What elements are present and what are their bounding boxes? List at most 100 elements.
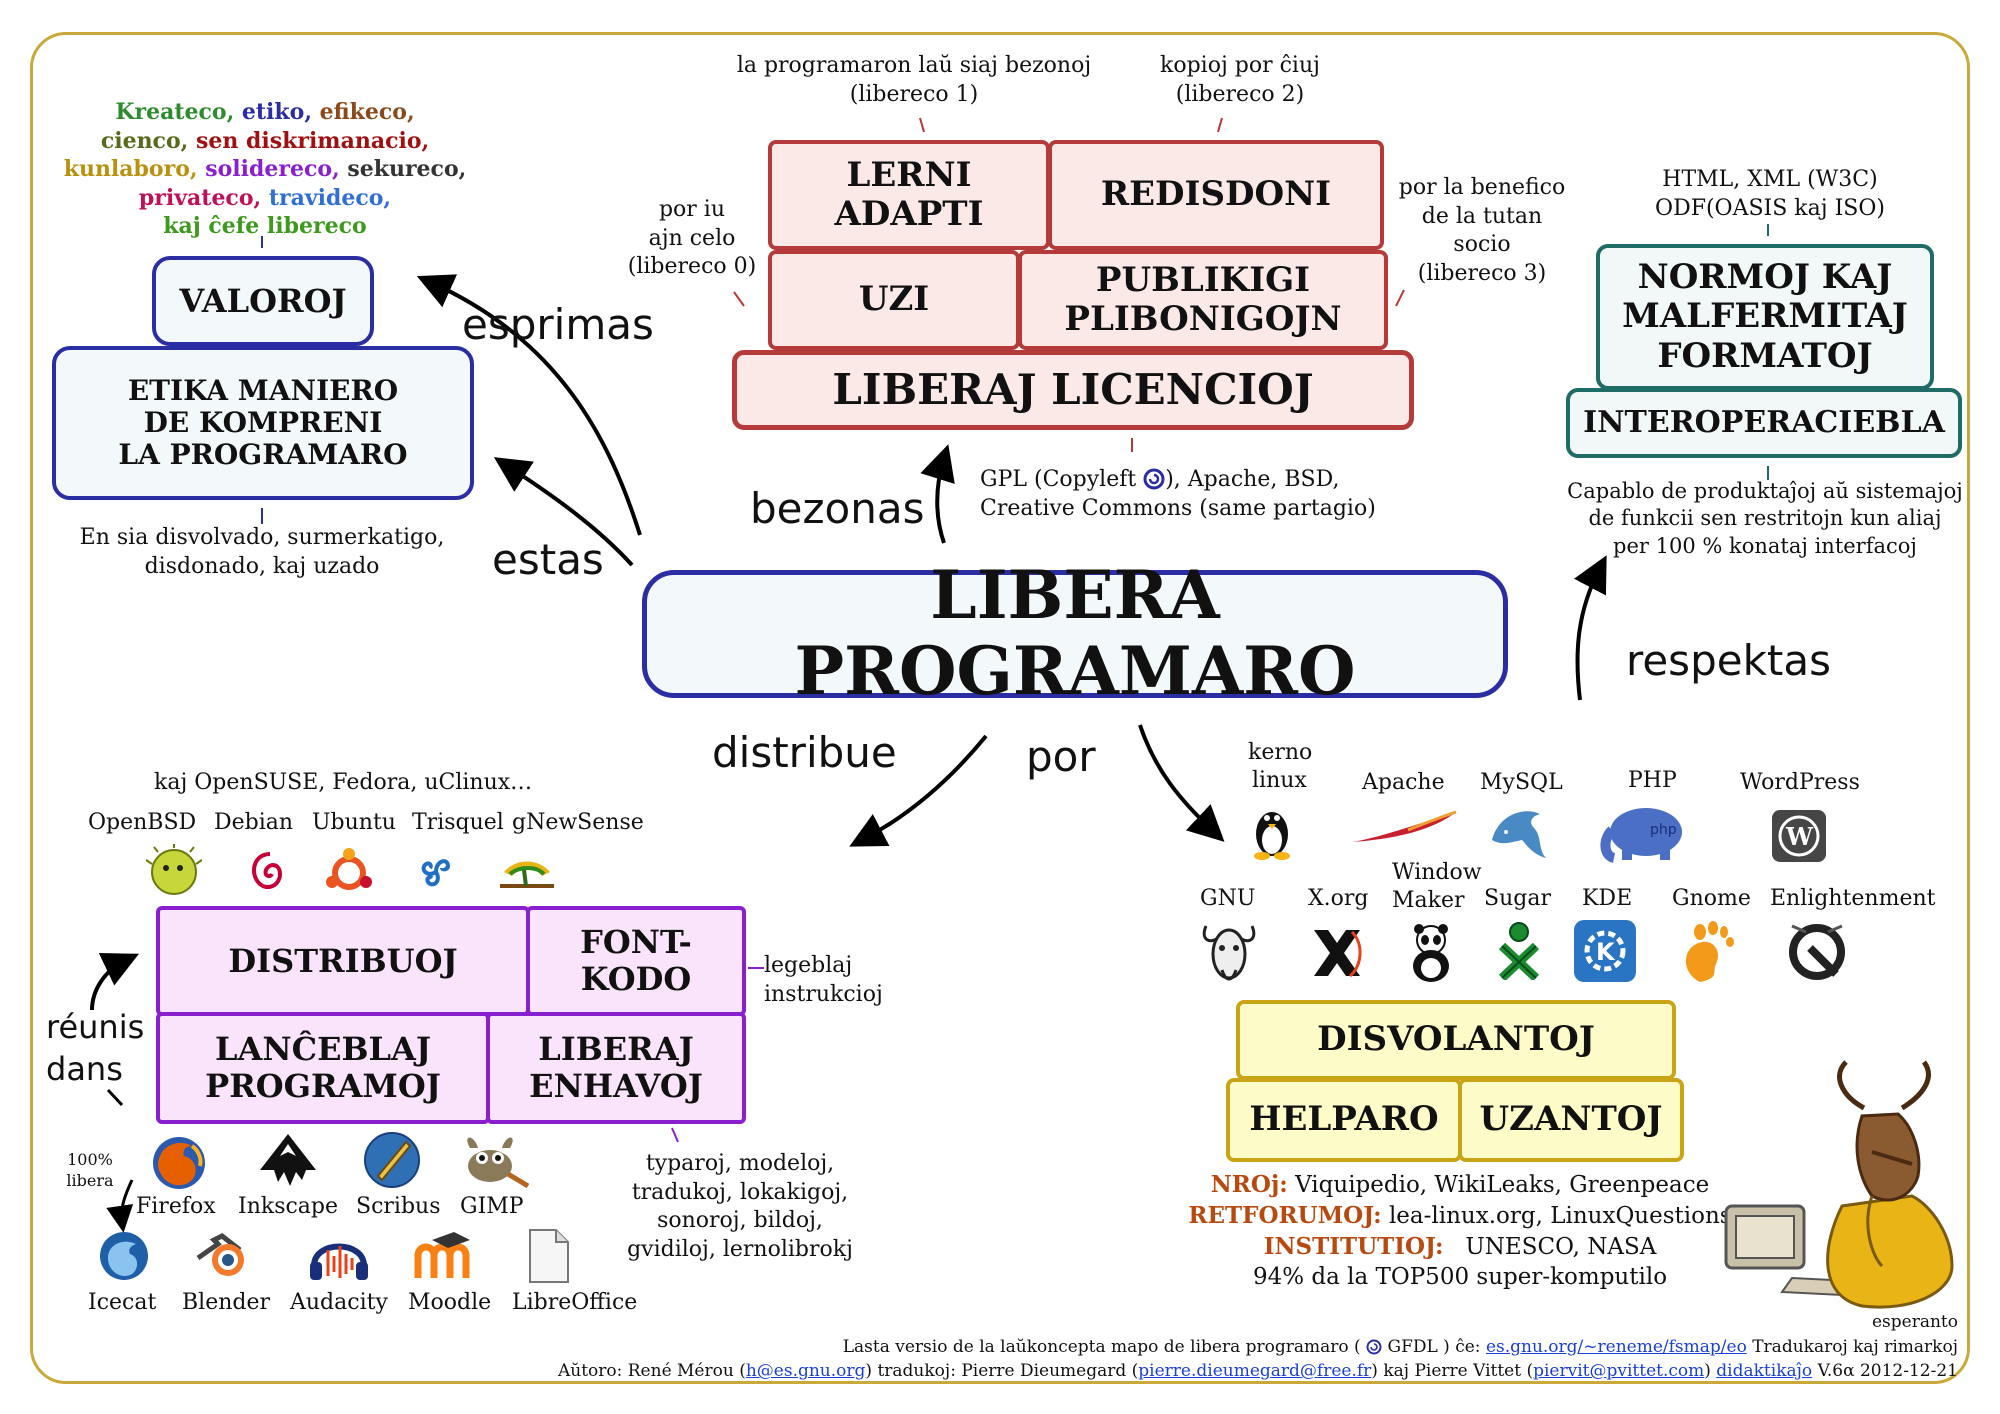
top500-text: 94% da la TOP500 super-komputilo bbox=[1252, 1263, 1668, 1290]
footer-translations-text: Tradukaroj kaj rimarkoj bbox=[1752, 1336, 1958, 1357]
enhavoj-label: ENHAVOJ bbox=[529, 1067, 703, 1105]
lanceblaj-label: LANĈEBLAJ bbox=[215, 1030, 431, 1069]
distros-more: kaj OpenSUSE, Fedora, uClinux… bbox=[154, 770, 533, 795]
values-line: kaj ĉefe libereco bbox=[50, 212, 480, 241]
freedom-2-line-a: kopioj por ĉiuj bbox=[1160, 53, 1320, 78]
central-topic: LIBERA PROGRAMARO bbox=[642, 557, 1508, 709]
app-blender-label: Blender bbox=[182, 1290, 271, 1315]
content-line-c: sonoroj, bildoj, bbox=[657, 1208, 823, 1234]
svg-text:W: W bbox=[1785, 822, 1814, 851]
arrow-respektas bbox=[1574, 555, 1607, 701]
helparo-label: HELPARO bbox=[1249, 1099, 1439, 1140]
value-word: kunlaboro, bbox=[63, 156, 206, 183]
distro-ubuntu-label: Ubuntu bbox=[312, 810, 396, 835]
liberaj-enhavoj-box: LIBERAJ ENHAVOJ bbox=[486, 1012, 746, 1124]
libera-note: 100% libera bbox=[56, 1150, 124, 1192]
didaktikajo-link[interactable]: didaktikaĵo bbox=[1716, 1361, 1813, 1382]
app-firefox-label: Firefox bbox=[136, 1194, 216, 1219]
value-word: efikeco, bbox=[319, 99, 415, 125]
arrow-bezonas bbox=[920, 444, 955, 544]
uzantoj-label: UZANTOJ bbox=[1479, 1099, 1663, 1140]
interop-note: Capablo de produktaĵoj aŭ sistemajoj de … bbox=[1540, 478, 1990, 560]
legeblaj-line-1: legeblaj bbox=[764, 953, 853, 978]
app-inkscape-label: Inkscape bbox=[238, 1194, 339, 1219]
enlightenment-icon bbox=[1786, 918, 1848, 988]
value-word: kaj ĉefe libereco bbox=[163, 213, 367, 240]
inkscape-icon bbox=[256, 1130, 320, 1194]
footer-translator-text: ) tradukoj: Pierre Dieumegard ( bbox=[865, 1361, 1139, 1382]
nroj-value: Viquipedio, WikiLeaks, Greenpeace bbox=[1295, 1172, 1710, 1198]
app-scribus-label: Scribus bbox=[356, 1194, 441, 1219]
distro-trisquel-label: Trisquel bbox=[412, 810, 504, 835]
arrow-libera bbox=[106, 1179, 134, 1233]
moodle-icon bbox=[412, 1230, 474, 1286]
liberaj-licencioj-label: LIBERAJ LICENCIOJ bbox=[832, 364, 1314, 414]
app-audacity-label: Audacity bbox=[290, 1290, 388, 1315]
disvolantoj-label: DISVOLANTOJ bbox=[1317, 1019, 1595, 1060]
libreoffice-icon bbox=[526, 1228, 572, 1288]
freedom-3-line-b: de la tutan bbox=[1421, 203, 1543, 229]
verb-esprimas: esprimas bbox=[462, 300, 654, 349]
translator-2-email-link[interactable]: piervit@pvittet.com bbox=[1533, 1361, 1705, 1382]
windowmaker-label-2: Maker bbox=[1392, 888, 1465, 913]
arrow-reunis bbox=[90, 953, 139, 1011]
verb-bezonas: bezonas bbox=[750, 484, 925, 533]
freedom-2-line-b: (libereco 2) bbox=[1175, 81, 1305, 107]
redisdoni-label: REDISDONI bbox=[1100, 174, 1332, 215]
audacity-icon bbox=[306, 1228, 372, 1288]
freedom-3-line-c: socio bbox=[1453, 232, 1511, 258]
gnewsense-logo-icon bbox=[496, 852, 558, 896]
copyleft-icon bbox=[1143, 468, 1165, 490]
gnu-mascot-illustration bbox=[1722, 1056, 1962, 1330]
gnu-label: GNU bbox=[1200, 886, 1256, 911]
app-libreoffice-label: LibreOffice bbox=[512, 1290, 638, 1315]
interop-note-line-b: de funkcii sen restritojn kun aliaj bbox=[1588, 506, 1942, 531]
mysql-dolphin-icon bbox=[1486, 800, 1556, 866]
value-word: privateco, bbox=[138, 184, 269, 211]
debian-swirl-icon bbox=[244, 846, 290, 900]
footer-line-3: Aŭtoro: René Mérou (h@es.gnu.org) traduk… bbox=[558, 1359, 1958, 1384]
verb-respektas: respektas bbox=[1626, 636, 1831, 685]
publikigi-box: PUBLIKIGI PLIBONIGOJN bbox=[1018, 250, 1388, 350]
freedom-0-line-c: (libereco 0) bbox=[627, 254, 757, 280]
content-note: typaroj, modeloj, tradukoj, lokakigoj, s… bbox=[590, 1150, 890, 1264]
trisquel-logo-icon bbox=[412, 848, 460, 900]
ubuntu-logo-icon bbox=[324, 848, 374, 902]
freedom-0-line-b: ajn celo bbox=[648, 225, 736, 251]
freedom-1-line-a: la programaron laŭ siaj bezonoj bbox=[736, 53, 1092, 78]
freedom-0-line-a: por iu bbox=[658, 197, 726, 222]
values-line: kunlaboro, solidereco, sekureco, bbox=[50, 155, 480, 184]
app-gimp-label: GIMP bbox=[460, 1194, 524, 1219]
fsmap-link[interactable]: es.gnu.org/~reneme/fsmap/eo bbox=[1485, 1336, 1747, 1357]
uzi-box: UZI bbox=[768, 250, 1020, 350]
programoj-label: PROGRAMOJ bbox=[205, 1067, 441, 1105]
nroj-key: NROj: bbox=[1210, 1171, 1288, 1198]
footer-line-2: Lasta versio de la laŭkoncepta mapo de l… bbox=[558, 1335, 1958, 1360]
license-list-text: ), Apache, BSD, bbox=[1165, 467, 1340, 492]
translator-1-email-link[interactable]: pierre.dieumegard@free.fr bbox=[1138, 1361, 1372, 1382]
freedom-3-note: por la benefico de la tutan socio (liber… bbox=[1382, 174, 1582, 288]
freedom-1-line-b: (libereco 1) bbox=[849, 81, 979, 107]
apache-feather-icon bbox=[1348, 808, 1460, 852]
distribuoj-label: DISTRIBUOJ bbox=[228, 941, 458, 980]
libera-percent: 100% bbox=[67, 1150, 113, 1169]
fontkodo-box: FONT- KODO bbox=[526, 906, 746, 1016]
value-word: sen diskrimanacio, bbox=[195, 127, 430, 154]
interoperaciebla-box: INTEROPERACIEBLA bbox=[1566, 388, 1962, 458]
sugar-label: Sugar bbox=[1484, 886, 1551, 911]
freedom-3-line-d: (libereco 3) bbox=[1417, 260, 1547, 286]
values-line: privateco, travideco, bbox=[50, 184, 480, 213]
interop-note-line-a: Capablo de produktaĵoj aŭ sistemajoj bbox=[1567, 479, 1963, 503]
verb-reunis: réunis bbox=[46, 1008, 145, 1046]
freedom-1-note: la programaron laŭ siaj bezonoj (liberec… bbox=[714, 52, 1114, 109]
author-email-link[interactable]: h@es.gnu.org bbox=[745, 1361, 866, 1382]
normoj-line-1: NORMOJ KAJ bbox=[1637, 257, 1893, 298]
liberaj-label: LIBERAJ bbox=[538, 1030, 694, 1069]
institutioj-key: INSTITUTIOJ: bbox=[1263, 1232, 1444, 1260]
standards-examples: HTML, XML (W3C) ODF(OASIS kaj ISO) bbox=[1560, 166, 1980, 223]
arrow-estas bbox=[493, 457, 634, 567]
page-frame bbox=[30, 32, 1970, 1384]
app-moodle-label: Moodle bbox=[408, 1290, 492, 1315]
xorg-label: X.org bbox=[1308, 886, 1369, 911]
footer-version-text: Lasta versio de la laŭkoncepta mapo de l… bbox=[842, 1336, 1361, 1357]
